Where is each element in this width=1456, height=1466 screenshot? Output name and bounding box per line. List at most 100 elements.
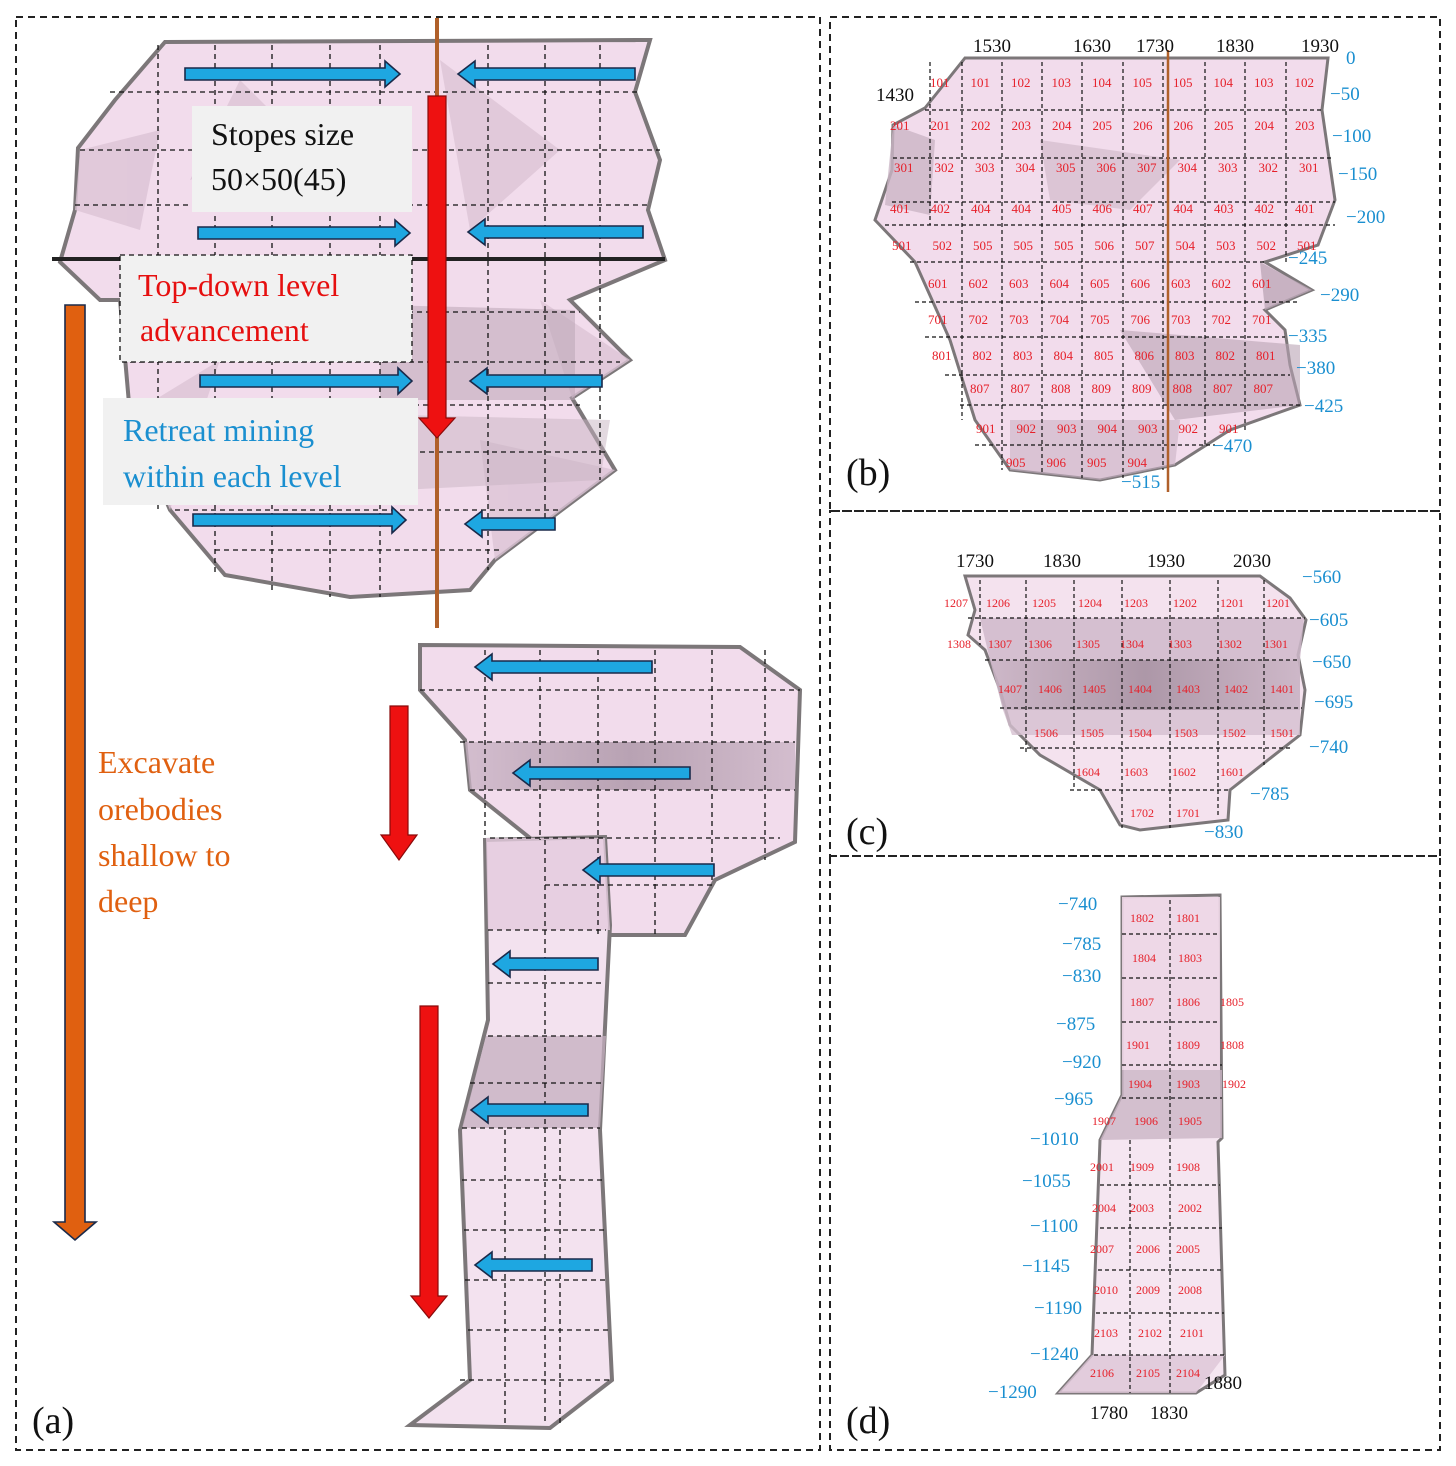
stope-label: 702: [969, 312, 989, 327]
stope-label: 703: [1009, 312, 1029, 327]
stope-label: 1405: [1082, 682, 1106, 696]
stope-label: 807: [1011, 381, 1031, 396]
stope-label: 104: [1092, 75, 1112, 90]
stope-label: 1909: [1130, 1160, 1154, 1174]
panel-b-y-tick: −245: [1288, 248, 1327, 269]
stope-label: 1908: [1176, 1160, 1200, 1174]
panel-b-y-tick: −515: [1121, 472, 1160, 493]
arrow-right-1: [184, 59, 402, 89]
stope-label: 2103: [1094, 1326, 1118, 1340]
stope-label: 1401: [1270, 682, 1294, 696]
stopes-size-box: [192, 106, 412, 212]
stope-label: 1404: [1128, 682, 1152, 696]
stope-label: 808: [1173, 381, 1193, 396]
stope-label: 1407: [998, 682, 1022, 696]
stope-label: 2104: [1176, 1366, 1200, 1380]
stope-label: 807: [1254, 381, 1274, 396]
stope-label: 1601: [1220, 765, 1244, 779]
panel-d-y-tick: −965: [1054, 1089, 1093, 1110]
arrow-left-10: [473, 1250, 593, 1280]
stope-label: 201: [931, 118, 951, 133]
stope-label: 902: [1017, 421, 1037, 436]
panel-d-shade-1: [1122, 897, 1220, 1070]
stope-label: 2101: [1180, 1326, 1204, 1340]
stope-label: 706: [1131, 312, 1151, 327]
stope-label: 104: [1214, 75, 1234, 90]
panel-a-frame: [15, 16, 821, 1451]
stope-label: 1207: [944, 596, 968, 610]
stope-label: 103: [1052, 75, 1072, 90]
panel-a: Stopes size 50×50(45) Top-down level adv…: [32, 18, 803, 1442]
stope-label: 505: [1014, 238, 1034, 253]
stope-label: 206: [1133, 118, 1153, 133]
stope-label: 2010: [1094, 1283, 1118, 1297]
panel-d-y-tick: −1290: [988, 1382, 1037, 1403]
panel-d-y-tick: −785: [1062, 934, 1101, 955]
topdown-arrows: [379, 95, 457, 1319]
stope-label: 1203: [1124, 596, 1148, 610]
stope-label: 903: [1138, 421, 1158, 436]
panel-b-x-tick: 1730: [1136, 36, 1174, 57]
panel-b-x-tick: 1930: [1301, 36, 1339, 57]
panel-b-y-tick: −425: [1304, 396, 1343, 417]
stope-label: 1904: [1128, 1077, 1152, 1091]
stope-label: 302: [935, 160, 955, 175]
panel-c-y-tick: −605: [1309, 610, 1348, 631]
stope-label: 401: [890, 201, 910, 216]
stope-label: 601: [1252, 276, 1272, 291]
arrow-right-4: [192, 505, 408, 535]
arrow-right-2: [197, 218, 412, 248]
stope-label: 1805: [1220, 995, 1244, 1009]
panel-c-band-2: [990, 660, 1300, 710]
stope-label: 2004: [1092, 1201, 1116, 1215]
panel-b-y-tick: 0: [1346, 48, 1356, 69]
panel-b-y-tick: −470: [1213, 436, 1252, 457]
stope-label: 1302: [1218, 637, 1242, 651]
retreat-line2: within each level: [123, 458, 342, 494]
stope-label: 501: [1297, 238, 1317, 253]
panel-b-y-tick: −100: [1332, 126, 1371, 147]
panel-b-y-tick: −380: [1296, 358, 1335, 379]
panel-b-y-tick: −200: [1346, 207, 1385, 228]
stope-label: 105: [1173, 75, 1193, 90]
stope-label: 1504: [1128, 726, 1152, 740]
stope-label: 501: [892, 238, 912, 253]
panel-c-band-1: [980, 618, 1304, 660]
panel-d-x-tick: 1880: [1204, 1373, 1242, 1394]
stope-label: 703: [1171, 312, 1191, 327]
panel-b-y-tick: −50: [1330, 84, 1360, 105]
stope-label: 401: [1295, 201, 1315, 216]
excavate-line1: Excavate: [98, 744, 215, 780]
panel-c-x-tick: 1730: [956, 551, 994, 572]
panel-d-x-tick: 1830: [1150, 1403, 1188, 1424]
arrow-left-4: [463, 509, 556, 539]
panel-a-label: (a): [32, 1400, 74, 1442]
stope-label: 601: [928, 276, 948, 291]
panel-d-y-tick: −1190: [1034, 1298, 1082, 1319]
stope-label: 301: [894, 160, 914, 175]
stope-label: 1602: [1172, 765, 1196, 779]
lower-orebody-column: [404, 834, 615, 1431]
stope-label: 407: [1133, 201, 1153, 216]
stope-label: 402: [931, 201, 951, 216]
stope-label: 808: [1051, 381, 1071, 396]
panel-d-grid: [1094, 900, 1225, 1393]
panel-c-grid: [968, 580, 1305, 828]
stope-label: 1206: [986, 596, 1010, 610]
arrow-left-3: [468, 366, 603, 396]
stope-label: 602: [1212, 276, 1232, 291]
panel-c-y-tick: −695: [1314, 692, 1353, 713]
stope-label: 705: [1090, 312, 1110, 327]
stope-label: 406: [1093, 201, 1113, 216]
panel-d-label: (d): [846, 1400, 890, 1442]
stope-label: 809: [1132, 381, 1152, 396]
stope-label: 1907: [1092, 1114, 1116, 1128]
panel-b-x-left-label: 1430: [876, 85, 914, 106]
panel-d-shade-2: [1100, 1070, 1222, 1140]
stope-label: 1902: [1222, 1077, 1246, 1091]
stope-label: 2008: [1178, 1283, 1202, 1297]
stope-label: 803: [1175, 348, 1195, 363]
